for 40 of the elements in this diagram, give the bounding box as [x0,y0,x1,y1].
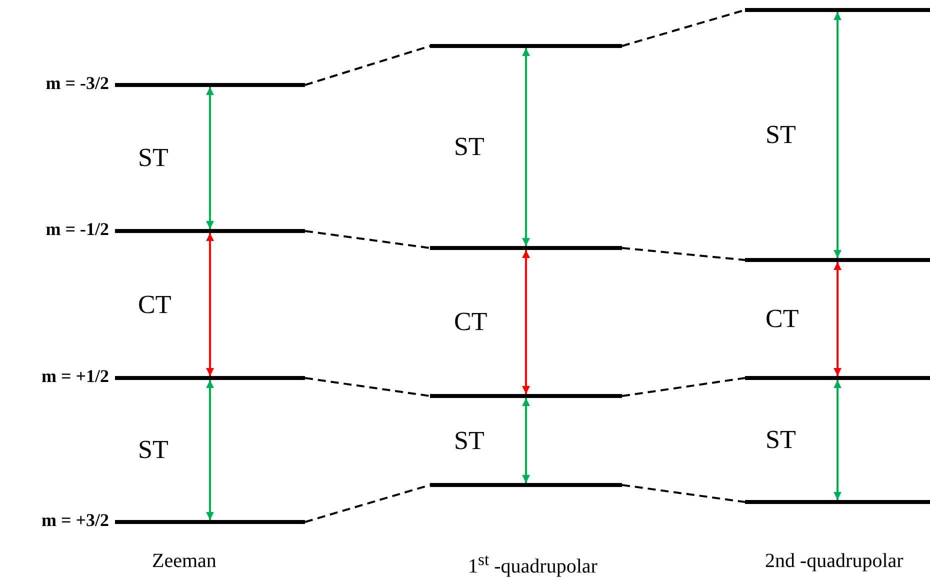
connector-line [304,484,430,523]
double-arrow [206,380,214,520]
energy-level [745,258,930,262]
level-label: m = -3/2 [46,73,109,94]
edge-label: ST [454,428,484,454]
energy-level [430,246,622,250]
energy-level [745,376,930,380]
edge-label: ST [766,122,796,148]
energy-level [430,394,622,398]
double-arrow [522,250,530,394]
energy-level [430,44,622,48]
edge-label: ST [138,437,168,463]
column-label: 1$^{st}$ -quadrupolar [468,550,598,579]
edge-label: ST [454,134,484,160]
energy-level [430,483,622,487]
edge-label: CT [138,292,172,318]
level-label: m = +1/2 [41,366,109,387]
double-arrow [522,48,530,246]
double-arrow [834,262,842,376]
column-label: 2nd -quadrupolar [765,550,904,573]
double-arrow [834,12,842,258]
energy-level [745,500,930,504]
connector-line [622,377,746,397]
double-arrow [206,233,214,376]
connector-line [304,377,430,397]
double-arrow [206,87,214,229]
connector-line [304,230,430,249]
edge-label: ST [766,427,796,453]
level-label: m = +3/2 [41,510,109,531]
double-arrow [522,398,530,483]
connector-line [622,247,746,261]
edge-label: ST [138,145,168,171]
connector-line [304,45,430,86]
connector-line [622,484,746,503]
energy-level [745,8,930,12]
double-arrow [834,380,842,500]
edge-label: CT [766,306,799,332]
column-label: Zeeman [152,550,216,573]
level-label: m = -1/2 [46,219,109,240]
edge-label: CT [454,309,488,335]
